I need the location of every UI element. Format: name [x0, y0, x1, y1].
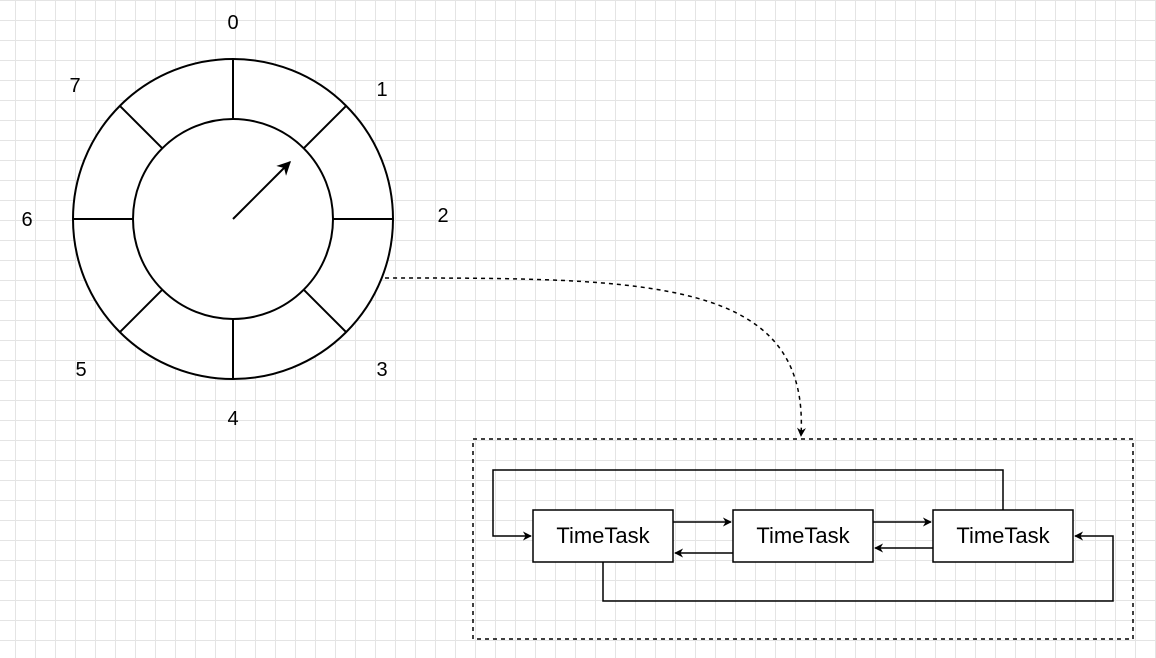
wheel-spoke	[302, 105, 347, 150]
wheel-spokes	[73, 59, 393, 379]
task-label: TimeTask	[756, 523, 850, 548]
wheel-spoke	[119, 288, 164, 333]
wheel-spoke	[302, 288, 347, 333]
slot-label-0: 0	[227, 12, 238, 34]
task-label: TimeTask	[556, 523, 650, 548]
task-node-1: TimeTask	[532, 509, 674, 563]
task-label: TimeTask	[956, 523, 1050, 548]
slot-label-2: 2	[437, 205, 448, 227]
slot-label-5: 5	[75, 359, 86, 381]
task-node-3: TimeTask	[932, 509, 1074, 563]
task-box	[932, 509, 1074, 563]
task-box	[732, 509, 874, 563]
slot-label-1: 1	[376, 79, 387, 101]
slot-labels: 0 1 2 3 4 5 6 7	[21, 12, 448, 430]
task-box	[532, 509, 674, 563]
timing-wheel	[72, 58, 394, 380]
task-list-container	[472, 438, 1134, 640]
wrap-prev-link	[602, 531, 1114, 602]
task-node-2: TimeTask	[732, 509, 874, 563]
slot-label-4: 4	[227, 408, 238, 430]
slot-label-7: 7	[69, 75, 80, 97]
wheel-spoke	[119, 105, 164, 150]
wrap-next-link	[492, 469, 1004, 541]
slot-label-6: 6	[21, 209, 32, 231]
pointer-arrow	[232, 161, 291, 220]
slot-to-list-connector	[384, 277, 806, 437]
slot-label-3: 3	[376, 359, 387, 381]
